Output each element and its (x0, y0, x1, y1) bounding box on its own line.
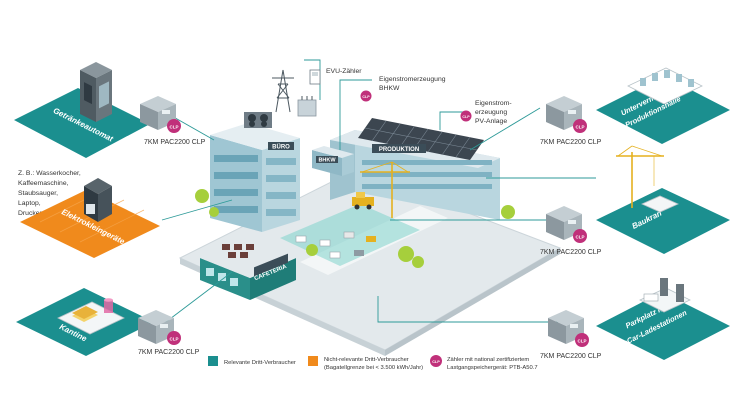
buero-building: BÜRO (210, 112, 300, 232)
trees (195, 189, 515, 268)
zone-kantine: Kantine CLP 7KM PAC2200 CLP (16, 288, 200, 356)
pv-callout-line3: PV-Anlage (475, 118, 507, 125)
transformer (297, 96, 317, 117)
legend-clp-badge (430, 355, 442, 367)
parked-cars (295, 231, 376, 259)
meter-device-icon (546, 96, 582, 130)
clp-badge (167, 119, 181, 133)
clp-badge (573, 119, 587, 133)
meter-label: 7KM PAC2200 CLP (540, 353, 602, 360)
zone-elektrokleingeraete: Z. B.: Wasserkocher, Kaffeemaschine, Sta… (18, 170, 160, 258)
legend-zaehler-1: Zähler mit national zertifiziertem (447, 357, 529, 363)
legend-not-relevant-1: Nicht-relevante Dritt-Verbraucher (324, 357, 409, 363)
bhkw-callout: CLP Eigenstromerzeugung BHKW (360, 76, 446, 102)
elektro-example-2: Kaffeemaschine, (18, 180, 69, 187)
svg-text:CLP: CLP (362, 95, 370, 99)
pv-callout-line2: erzeugung (475, 109, 507, 116)
legend: Relevante Dritt-Verbraucher Nicht-releva… (208, 355, 538, 371)
buero-label: BÜRO (272, 144, 290, 151)
meter-label: 7KM PAC2200 CLP (540, 249, 602, 256)
leader-lines (157, 59, 596, 329)
meter-label: 7KM PAC2200 CLP (138, 349, 200, 356)
svg-text:CLP: CLP (578, 339, 587, 344)
rooftop-fans (244, 112, 272, 128)
construction-vehicle (352, 192, 374, 210)
bhkw-unit: BHKW (312, 146, 354, 176)
clp-badge (573, 229, 587, 243)
production-sign (372, 144, 426, 153)
meter-device-icon (138, 310, 174, 344)
elektro-example-4: Laptop, (18, 200, 41, 207)
coffee-machine-icon (84, 178, 112, 222)
svg-text:CLP: CLP (576, 235, 585, 240)
charging-station-icon (639, 278, 691, 313)
clp-badge (575, 333, 589, 347)
pv-callout: CLP Eigenstrom- erzeugung PV-Anlage (460, 100, 512, 125)
zone-parkplatz: Parkplatz mit eCar-Ladestationen CLP 7KM… (540, 278, 730, 360)
site-crane (360, 161, 410, 218)
pv-callout-line1: Eigenstrom- (475, 100, 512, 107)
legend-not-relevant-2: (Bagatellgrenze bei < 3.500 kWh/Jahr) (324, 365, 423, 371)
clp-badge (167, 331, 181, 345)
svg-text:CLP: CLP (576, 125, 585, 130)
vending-machine-icon (80, 62, 112, 122)
crane-icon (616, 145, 664, 208)
bhkw-callout-line2: BHKW (379, 85, 400, 92)
production-label: PRODUKTION (379, 147, 419, 153)
legend-swatch-relevant (208, 356, 218, 366)
svg-text:CLP: CLP (170, 337, 179, 342)
elektro-example-5: Drucker (18, 210, 43, 217)
meter-label: 7KM PAC2200 CLP (540, 139, 602, 146)
evu-label: EVU-Zähler (326, 68, 362, 75)
meter-device-icon (546, 206, 582, 240)
svg-text:CLP: CLP (432, 360, 440, 364)
construction-pit (641, 195, 679, 213)
food-tray-icon (57, 298, 125, 335)
factory-hall-icon (627, 67, 703, 105)
legend-swatch-not-relevant (308, 356, 318, 366)
elektro-example-3: Staubsauger, (18, 190, 58, 197)
legend-zaehler-2: Lastgangspeichergerät: PTB-A50.7 (447, 365, 538, 371)
meter-label: 7KM PAC2200 CLP (144, 139, 206, 146)
evu-meter: EVU-Zähler (309, 68, 362, 85)
elektro-example-1: Z. B.: Wasserkocher, (18, 170, 81, 177)
bhkw-callout-line1: Eigenstromerzeugung (379, 76, 446, 83)
zone-baukran: Baukran CLP 7KM PAC2200 CLP (540, 145, 730, 256)
bhkw-label: BHKW (318, 158, 336, 164)
zone-getraenkeautomat: Getränkeautomat CLP 7KM PAC2200 CLP (14, 62, 206, 158)
cafeteria-building: CAFETERIA (200, 238, 296, 300)
svg-text:CLP: CLP (462, 115, 470, 119)
zone-produktionshalle: Untervermietete Produktionshalle CLP 7KM… (540, 67, 730, 146)
legend-relevant: Relevante Dritt-Verbraucher (224, 360, 296, 366)
svg-text:CLP: CLP (170, 125, 179, 130)
power-pylon (272, 69, 294, 113)
